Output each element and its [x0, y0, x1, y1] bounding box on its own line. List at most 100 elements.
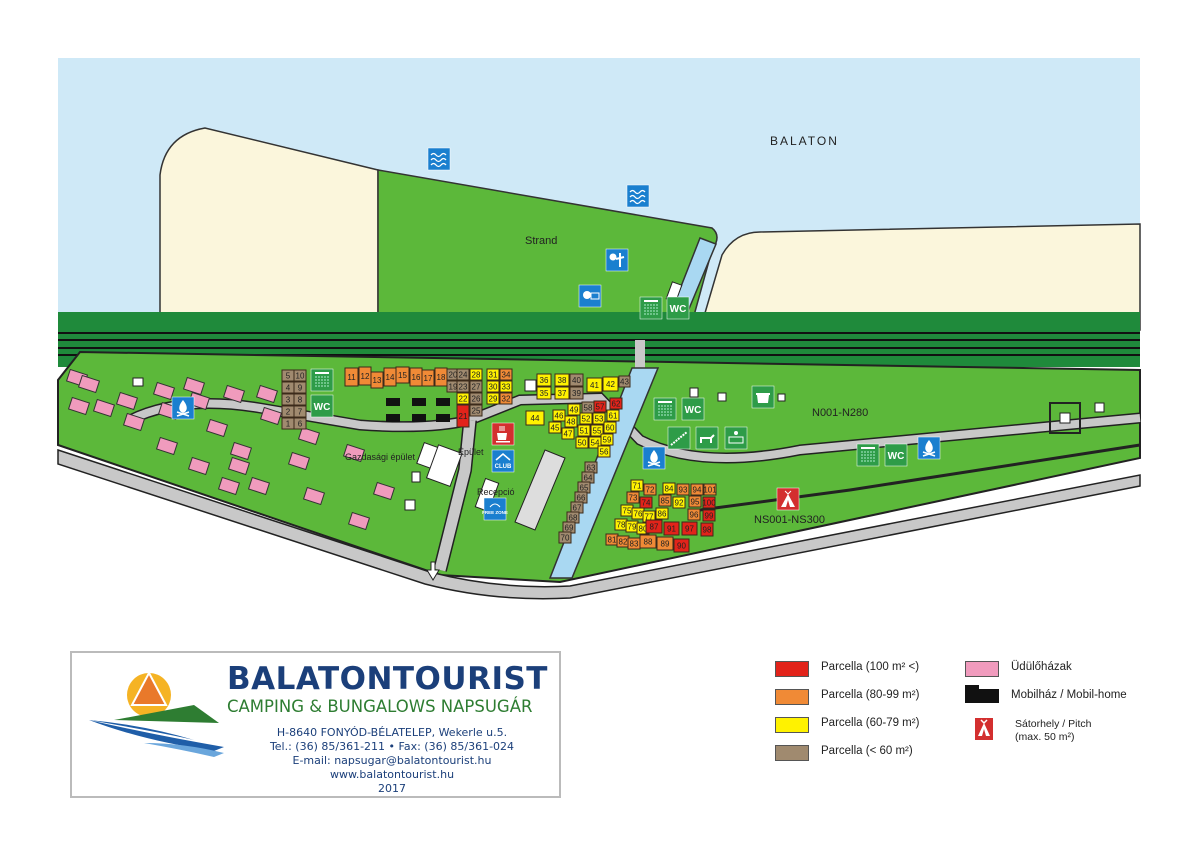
pitch-14[interactable]: 14 — [383, 367, 397, 387]
pitch-1[interactable]: 1 — [281, 417, 295, 430]
pitch-70[interactable]: 70 — [558, 531, 572, 544]
pitch-94[interactable]: 94 — [690, 483, 704, 496]
pitch-plot[interactable] — [293, 405, 307, 418]
pitch-plot[interactable] — [554, 373, 570, 387]
pitch-26[interactable]: 26 — [469, 392, 483, 405]
pitch-93[interactable]: 93 — [676, 483, 690, 496]
pitch-34[interactable]: 34 — [499, 368, 513, 381]
pitch-29[interactable]: 29 — [486, 392, 500, 405]
pitch-5[interactable]: 5 — [281, 369, 295, 382]
pitch-plot[interactable] — [700, 522, 714, 537]
pitch-plot[interactable] — [662, 482, 676, 495]
pitch-plot[interactable] — [577, 424, 591, 437]
pitch-22[interactable]: 22 — [456, 392, 470, 405]
pitch-47[interactable]: 47 — [561, 427, 575, 440]
pitch-23[interactable]: 23 — [456, 380, 470, 393]
pitch-plot[interactable] — [592, 412, 606, 425]
pitch-87[interactable]: 87 — [645, 519, 663, 534]
pitch-plot[interactable] — [702, 496, 716, 509]
pitch-61[interactable]: 61 — [606, 409, 620, 422]
pitch-plot[interactable] — [703, 483, 717, 496]
pitch-81[interactable]: 81 — [605, 533, 619, 546]
pitch-plot[interactable] — [681, 521, 698, 536]
pitch-95[interactable]: 95 — [688, 495, 702, 508]
pitch-96[interactable]: 96 — [687, 508, 701, 521]
pitch-plot[interactable] — [606, 409, 620, 422]
pitch-plot[interactable] — [421, 369, 435, 387]
pitch-10[interactable]: 10 — [293, 369, 307, 382]
pitch-plot[interactable] — [569, 386, 584, 400]
pitch-plot[interactable] — [469, 404, 483, 417]
pitch-plot[interactable] — [536, 386, 552, 400]
pitch-42[interactable]: 42 — [602, 376, 619, 392]
pitch-43[interactable]: 43 — [618, 375, 631, 388]
pitch-39[interactable]: 39 — [569, 386, 584, 400]
pitch-plot[interactable] — [597, 445, 611, 458]
pitch-4[interactable]: 4 — [281, 381, 295, 394]
pitch-27[interactable]: 27 — [469, 380, 483, 393]
pitch-89[interactable]: 89 — [656, 536, 674, 551]
pitch-plot[interactable] — [548, 421, 562, 434]
pitch-plot[interactable] — [575, 436, 589, 449]
pitch-56[interactable]: 56 — [597, 445, 611, 458]
pitch-plot[interactable] — [643, 483, 657, 496]
pitch-31[interactable]: 31 — [486, 368, 500, 381]
pitch-13[interactable]: 13 — [370, 371, 384, 389]
pitch-53[interactable]: 53 — [592, 412, 606, 425]
pitch-73[interactable]: 73 — [626, 491, 640, 504]
pitch-12[interactable]: 12 — [358, 366, 372, 386]
pitch-33[interactable]: 33 — [499, 380, 513, 393]
pitch-plot[interactable] — [586, 377, 603, 393]
pitch-35[interactable]: 35 — [536, 386, 552, 400]
pitch-40[interactable]: 40 — [569, 373, 584, 387]
pitch-44[interactable]: 44 — [525, 410, 545, 426]
pitch-57[interactable]: 57 — [593, 400, 607, 413]
pitch-100[interactable]: 100 — [702, 496, 716, 509]
pitch-88[interactable]: 88 — [639, 534, 657, 549]
pitch-65[interactable]: 65 — [577, 481, 591, 494]
pitch-62[interactable]: 62 — [609, 397, 623, 410]
pitch-plot[interactable] — [656, 536, 674, 551]
pitch-plot[interactable] — [499, 380, 513, 393]
pitch-plot[interactable] — [536, 373, 552, 387]
pitch-plot[interactable] — [293, 393, 307, 406]
pitch-45[interactable]: 45 — [548, 421, 562, 434]
pitch-55[interactable]: 55 — [590, 424, 604, 437]
pitch-plot[interactable] — [486, 392, 500, 405]
pitch-24[interactable]: 24 — [456, 368, 470, 381]
pitch-plot[interactable] — [456, 368, 470, 381]
pitch-plot[interactable] — [590, 424, 604, 437]
pitch-plot[interactable] — [602, 376, 619, 392]
pitch-plot[interactable] — [499, 368, 513, 381]
pitch-74[interactable]: 74 — [639, 496, 653, 509]
pitch-plot[interactable] — [561, 427, 575, 440]
pitch-plot[interactable] — [618, 375, 631, 388]
pitch-48[interactable]: 48 — [564, 415, 578, 428]
pitch-8[interactable]: 8 — [293, 393, 307, 406]
pitch-plot[interactable] — [344, 367, 359, 387]
pitch-25[interactable]: 25 — [469, 404, 483, 417]
pitch-plot[interactable] — [525, 410, 545, 426]
pitch-plot[interactable] — [469, 380, 483, 393]
pitch-28[interactable]: 28 — [469, 368, 483, 381]
pitch-plot[interactable] — [676, 483, 690, 496]
pitch-76[interactable]: 76 — [631, 507, 645, 520]
pitch-16[interactable]: 16 — [409, 367, 423, 387]
pitch-plot[interactable] — [558, 531, 572, 544]
pitch-plot[interactable] — [630, 479, 644, 492]
pitch-plot[interactable] — [293, 417, 307, 430]
pitch-69[interactable]: 69 — [562, 521, 576, 534]
pitch-plot[interactable] — [469, 368, 483, 381]
pitch-plot[interactable] — [569, 373, 584, 387]
pitch-18[interactable]: 18 — [434, 367, 448, 387]
pitch-plot[interactable] — [687, 508, 701, 521]
pitch-plot[interactable] — [564, 415, 578, 428]
pitch-82[interactable]: 82 — [616, 535, 630, 548]
pitch-plot[interactable] — [658, 494, 672, 507]
pitch-91[interactable]: 91 — [663, 521, 680, 536]
pitch-37[interactable]: 37 — [554, 386, 570, 400]
pitch-plot[interactable] — [663, 521, 680, 536]
pitch-50[interactable]: 50 — [575, 436, 589, 449]
pitch-plot[interactable] — [486, 368, 500, 381]
pitch-75[interactable]: 75 — [620, 504, 634, 517]
